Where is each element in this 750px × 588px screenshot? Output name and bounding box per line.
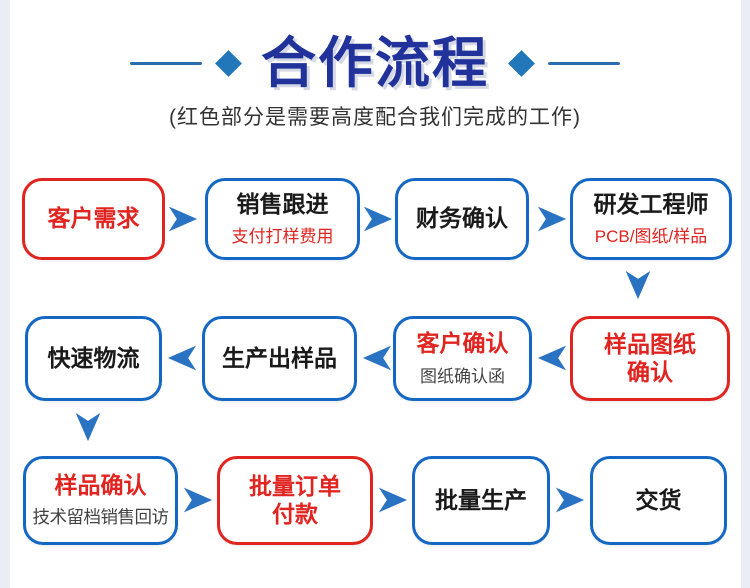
box-title: 批量订单 bbox=[249, 473, 341, 500]
flow-box-customer-demand: 客户需求 bbox=[22, 178, 165, 260]
box-title-line2: 确认 bbox=[627, 358, 673, 385]
flow-box-bulk-order-payment: 批量订单 付款 bbox=[217, 456, 373, 545]
decor-line-left-icon bbox=[129, 61, 202, 65]
decor-line-right-icon bbox=[548, 61, 620, 65]
page-title-row: 合作流程 bbox=[0, 30, 750, 96]
decor-diamond-right-icon bbox=[508, 49, 535, 77]
box-title: 交货 bbox=[635, 486, 682, 513]
flow-box-delivery: 交货 bbox=[590, 456, 727, 545]
arrow-left-icon bbox=[167, 345, 197, 371]
flow-box-fast-logistics: 快速物流 bbox=[25, 316, 162, 401]
box-title-line2: 付款 bbox=[272, 500, 318, 527]
box-subtitle: 技术留档销售回访 bbox=[32, 506, 170, 527]
flow-box-sales-follow-up: 销售跟进 支付打样费用 bbox=[205, 178, 360, 260]
flow-box-sample-drawing-confirm: 样品图纸 确认 bbox=[570, 316, 730, 401]
arrow-left-icon bbox=[362, 345, 392, 371]
arrow-right-icon bbox=[378, 487, 408, 513]
box-title: 财务确认 bbox=[416, 205, 508, 232]
box-subtitle: 支付打样费用 bbox=[231, 227, 334, 247]
box-title: 客户需求 bbox=[47, 205, 140, 232]
flow-box-sample-confirm: 样品确认 技术留档销售回访 bbox=[23, 456, 178, 545]
arrow-right-icon bbox=[363, 206, 393, 232]
box-title: 销售跟进 bbox=[236, 190, 329, 217]
box-title: 样品确认 bbox=[54, 472, 147, 499]
flow-box-produce-sample: 生产出样品 bbox=[202, 316, 357, 401]
page-title: 合作流程 bbox=[260, 31, 489, 94]
arrow-right-icon bbox=[555, 487, 585, 513]
decor-diamond-left-icon bbox=[215, 49, 242, 77]
box-title: 研发工程师 bbox=[593, 190, 709, 217]
flow-box-customer-confirm: 客户确认 图纸确认函 bbox=[393, 316, 532, 401]
page-edge-right bbox=[741, 0, 750, 588]
page-subtitle: (红色部分是需要高度配合我们完成的工作) bbox=[169, 106, 581, 129]
box-subtitle: 图纸确认函 bbox=[420, 366, 505, 386]
arrow-right-icon bbox=[183, 487, 213, 513]
arrow-right-icon bbox=[537, 206, 567, 232]
box-title: 快速物流 bbox=[47, 344, 140, 371]
flow-box-finance-confirm: 财务确认 bbox=[395, 178, 529, 260]
arrow-down-icon bbox=[625, 270, 651, 300]
flow-box-rd-engineer: 研发工程师 PCB/图纸/样品 bbox=[570, 178, 732, 260]
arrow-down-icon bbox=[75, 412, 101, 442]
arrow-left-icon bbox=[537, 345, 567, 371]
box-subtitle: PCB/图纸/样品 bbox=[594, 227, 708, 247]
box-title: 样品图纸 bbox=[604, 331, 696, 358]
page-edge-left bbox=[0, 0, 10, 588]
box-title: 生产出样品 bbox=[222, 344, 337, 371]
box-title: 客户确认 bbox=[416, 330, 509, 357]
arrow-right-icon bbox=[168, 206, 198, 232]
flow-box-bulk-production: 批量生产 bbox=[412, 456, 550, 545]
box-title: 批量生产 bbox=[435, 486, 527, 513]
